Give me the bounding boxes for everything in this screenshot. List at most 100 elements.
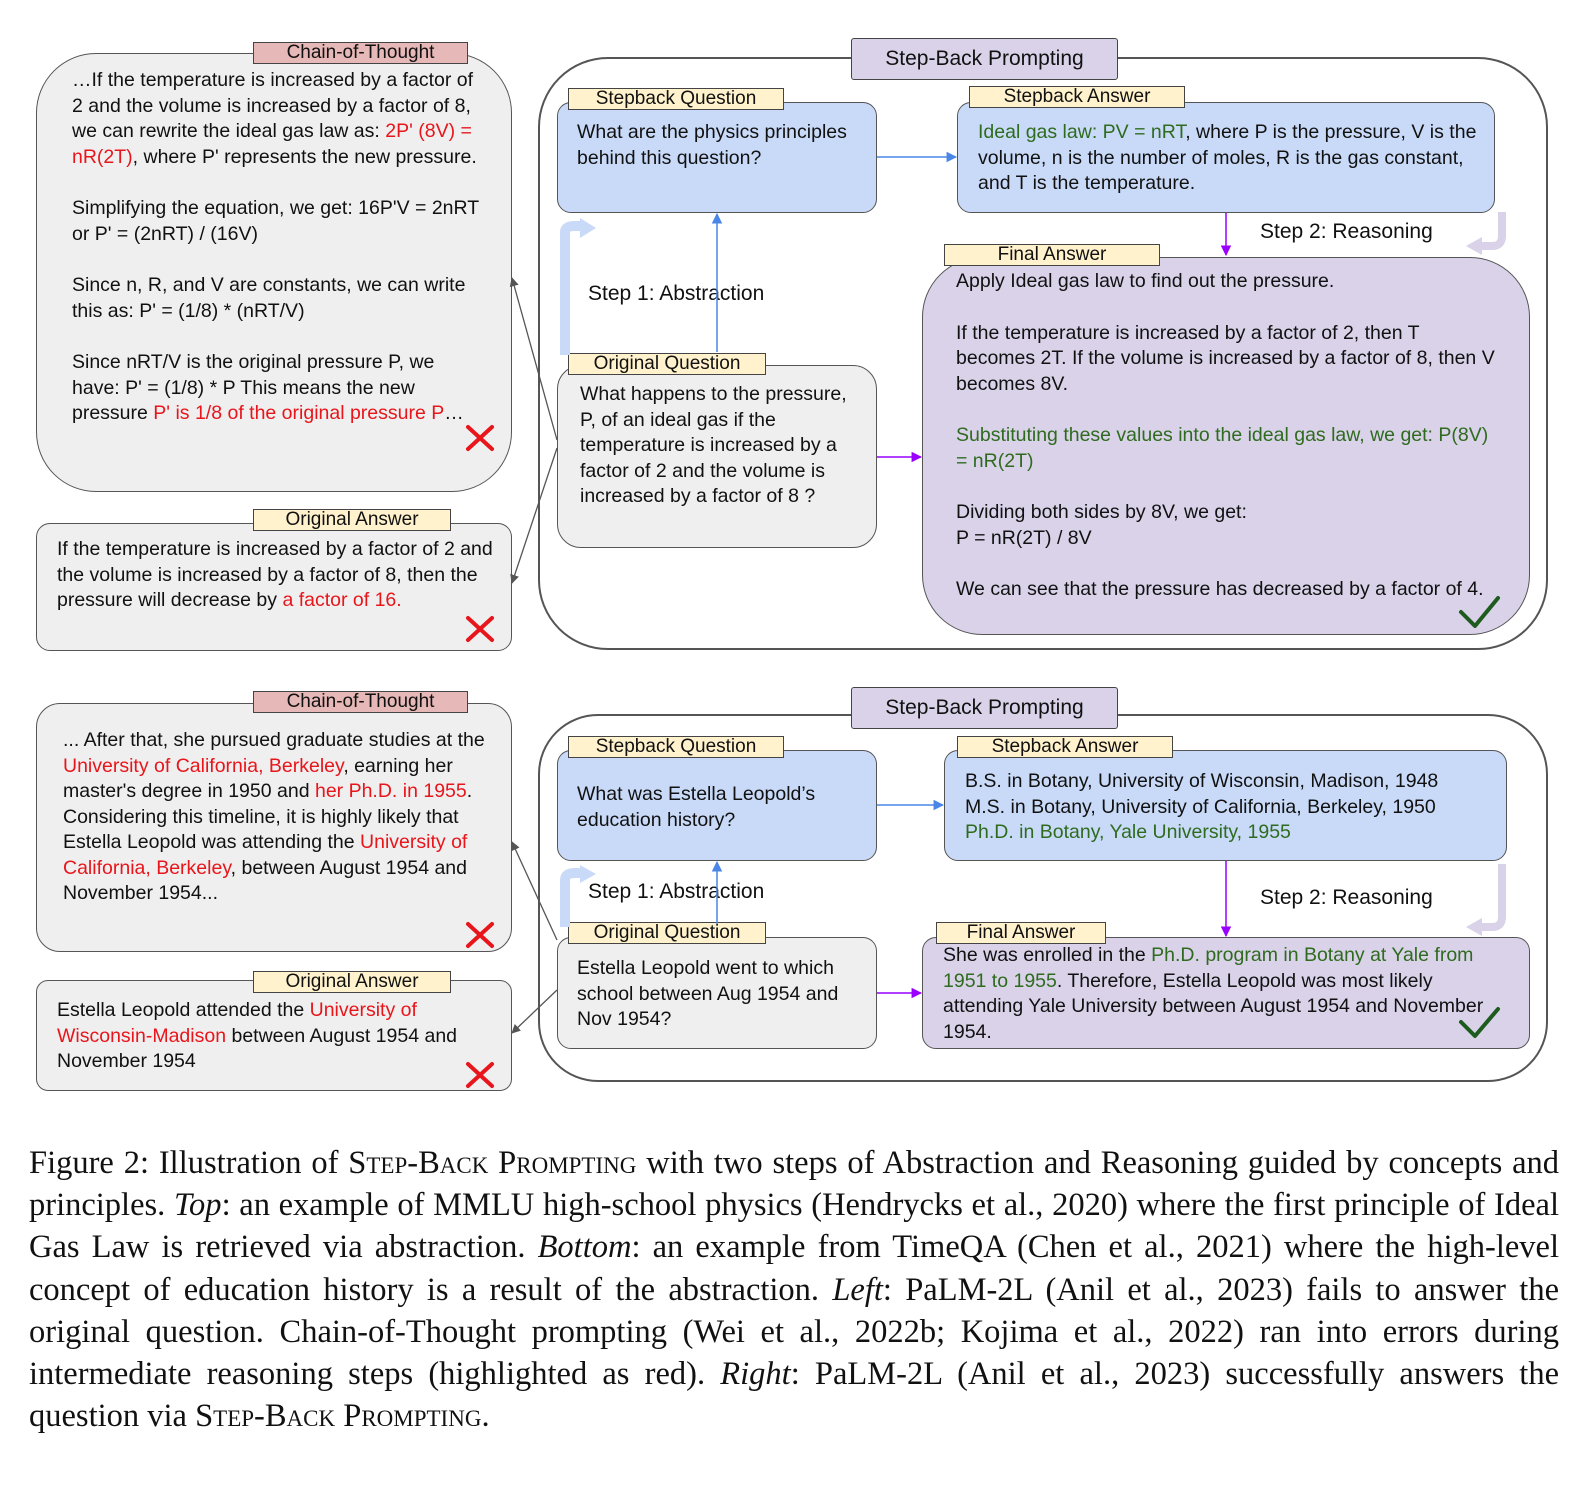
original-question-text: What happens to the pressure, P, of an i… — [580, 382, 865, 510]
text-paragraph: Estella Leopold attended the University … — [57, 998, 462, 1075]
cross-mark-icon — [466, 1062, 494, 1088]
final-answer-box — [922, 937, 1530, 1049]
text-paragraph: What are the physics principles behind t… — [577, 120, 867, 171]
text-paragraph: B.S. in Botany, University of Wisconsin,… — [965, 769, 1500, 846]
error-text: a factor of 16. — [282, 589, 402, 611]
step1-label: Step 1: Abstraction — [588, 282, 765, 305]
check-mark-icon — [1459, 596, 1500, 628]
text-paragraph: Since nRT/V is the original pressure P, … — [72, 350, 484, 427]
step2-bracket — [1480, 864, 1506, 931]
text-run: Estella Leopold attended the — [57, 999, 310, 1021]
text-run: She was enrolled in the — [943, 944, 1152, 966]
error-text: University of Wisconsin-Madison — [57, 999, 417, 1047]
text-paragraph: Dividing both sides by 8V, we get:P = nR… — [956, 500, 1496, 551]
principle-text: Ideal gas law: PV = nRT — [978, 121, 1186, 143]
text-paragraph: What happens to the pressure, P, of an i… — [580, 382, 865, 510]
text-paragraph: …If the temperature is increased by a fa… — [72, 68, 484, 170]
text-run: B.S. in Botany, University of Wisconsin,… — [965, 770, 1439, 792]
text-run: M.S. in Botany, University of California… — [965, 795, 1436, 818]
caption-paragraph: Figure 2: Illustration of Step-Back Prom… — [29, 1142, 1559, 1437]
text-run: between August 1954 and November 1954 — [57, 1024, 458, 1073]
text-run: . Therefore, Estella Leopold was most li… — [943, 969, 1484, 1043]
text-run: What are the physics principles behind t… — [577, 121, 847, 169]
caption-run: Step-Back Prompting — [195, 1398, 482, 1435]
text-paragraph: Simplifying the equation, we get: 16P'V … — [72, 196, 484, 247]
original-answer-box — [36, 980, 512, 1091]
text-run: Since n, R, and V are constants, we can … — [72, 274, 466, 322]
final-answer-text: She was enrolled in the Ph.D. program in… — [943, 943, 1493, 1045]
cross-mark-icon — [466, 922, 494, 948]
text-run: , earning her master's degree in 1950 an… — [63, 754, 453, 803]
stepback-answer-box — [957, 102, 1495, 213]
step2-bracket — [1480, 212, 1506, 250]
original-answer-text: Estella Leopold attended the University … — [57, 998, 462, 1075]
text-run: What was Estella Leopold’s education his… — [577, 783, 816, 831]
step-back-title: Step-Back Prompting — [851, 687, 1118, 729]
text-run: , where P' represents the new pressure. — [132, 145, 477, 168]
text-paragraph: She was enrolled in the Ph.D. program in… — [943, 943, 1493, 1045]
stepback-answer-text: B.S. in Botany, University of Wisconsin,… — [965, 769, 1500, 846]
stepback-answer-text: Ideal gas law: PV = nRT, where P is the … — [978, 120, 1483, 197]
arrow-to-cot — [509, 277, 558, 441]
text-run: P = nR(2T) / 8V — [956, 526, 1092, 549]
connector-arrows — [466, 151, 1506, 1088]
original-question-tag: Original Question — [568, 353, 766, 375]
step-back-title: Step-Back Prompting — [851, 38, 1118, 80]
principle-text: Ph.D. program in Botany at Yale from 195… — [943, 944, 1474, 992]
stepback-answer-box — [944, 750, 1507, 861]
text-run: Estella Leopold went to which school bet… — [577, 957, 839, 1030]
caption-run: : an example of MMLU high-school physics… — [29, 1187, 1559, 1266]
original-answer-text: If the temperature is increased by a fac… — [57, 537, 497, 614]
text-paragraph: What was Estella Leopold’s education his… — [577, 782, 867, 833]
stepback-question-box — [557, 750, 877, 861]
text-paragraph: Apply Ideal gas law to find out the pres… — [956, 269, 1496, 295]
step2-label: Step 2: Reasoning — [1260, 220, 1433, 243]
error-text: University of California, Berkeley — [63, 754, 344, 777]
text-paragraph: Estella Leopold went to which school bet… — [577, 956, 872, 1033]
cross-mark-icon — [466, 616, 494, 642]
caption-run: Figure 2: Illustration of — [29, 1145, 349, 1181]
text-run: , between August 1954 and November 1954.… — [63, 856, 468, 905]
text-run: , where P is the pressure, V is the volu… — [978, 121, 1477, 194]
stepback-question-text: What are the physics principles behind t… — [577, 120, 867, 171]
text-run: Considering this timeline, it is highly … — [63, 805, 459, 854]
cot-text: ... After that, she pursued graduate stu… — [63, 728, 488, 907]
caption-run: : PaLM-2L (Anil et al., 2023) fails to a… — [29, 1271, 1559, 1393]
text-run: Apply Ideal gas law to find out the pres… — [956, 270, 1335, 292]
text-run: If the temperature is increased by a fac… — [956, 321, 1495, 395]
caption-run: : PaLM-2L (Anil et al., 2023) successful… — [29, 1356, 1560, 1435]
caption-run: Top — [173, 1187, 222, 1224]
error-text: 2P' (8V) = nR(2T) — [72, 120, 472, 168]
check-mark-icon — [1459, 1007, 1500, 1038]
stepback-question-text: What was Estella Leopold’s education his… — [577, 782, 867, 833]
text-paragraph: If the temperature is increased by a fac… — [956, 321, 1496, 398]
original-question-box — [557, 365, 877, 548]
final-answer-tag: Final Answer — [944, 244, 1160, 266]
original-answer-tag: Original Answer — [253, 971, 451, 993]
stepback-question-tag: Stepback Question — [568, 88, 784, 110]
caption-run: : an example from TimeQA (Chen et al., 2… — [29, 1229, 1559, 1308]
figure-caption: Figure 2: Illustration of Step-Back Prom… — [29, 1142, 1559, 1437]
cot-box — [36, 703, 512, 952]
text-paragraph: ... After that, she pursued graduate stu… — [63, 728, 488, 907]
original-question-text: Estella Leopold went to which school bet… — [577, 956, 872, 1033]
text-run: We can see that the pressure has decreas… — [956, 578, 1484, 600]
principle-text: Ph.D. in Botany, Yale University, 1955 — [965, 821, 1291, 843]
error-text: her Ph.D. in 1955 — [314, 780, 467, 802]
error-text: P' is 1/8 of the original pressure P — [153, 402, 445, 424]
text-run: …If the temperature is increased by a fa… — [72, 69, 474, 142]
error-text: University of California, Berkeley — [63, 831, 468, 879]
arrow-to-cot — [511, 841, 558, 941]
final-answer-box — [922, 257, 1530, 635]
text-run: … — [444, 402, 464, 424]
original-question-box — [557, 937, 877, 1049]
text-run: Since nRT/V is the original pressure P, … — [72, 351, 435, 424]
step1-bracket — [560, 868, 582, 927]
caption-run: Bottom — [537, 1229, 632, 1266]
text-run: Simplifying the equation, we get: 16P'V … — [72, 197, 479, 245]
text-paragraph: Substituting these values into the ideal… — [956, 423, 1496, 474]
text-paragraph: If the temperature is increased by a fac… — [57, 537, 497, 614]
original-answer-tag: Original Answer — [253, 509, 451, 531]
cot-tag: Chain-of-Thought — [253, 42, 468, 64]
step1-bracket — [560, 221, 582, 355]
